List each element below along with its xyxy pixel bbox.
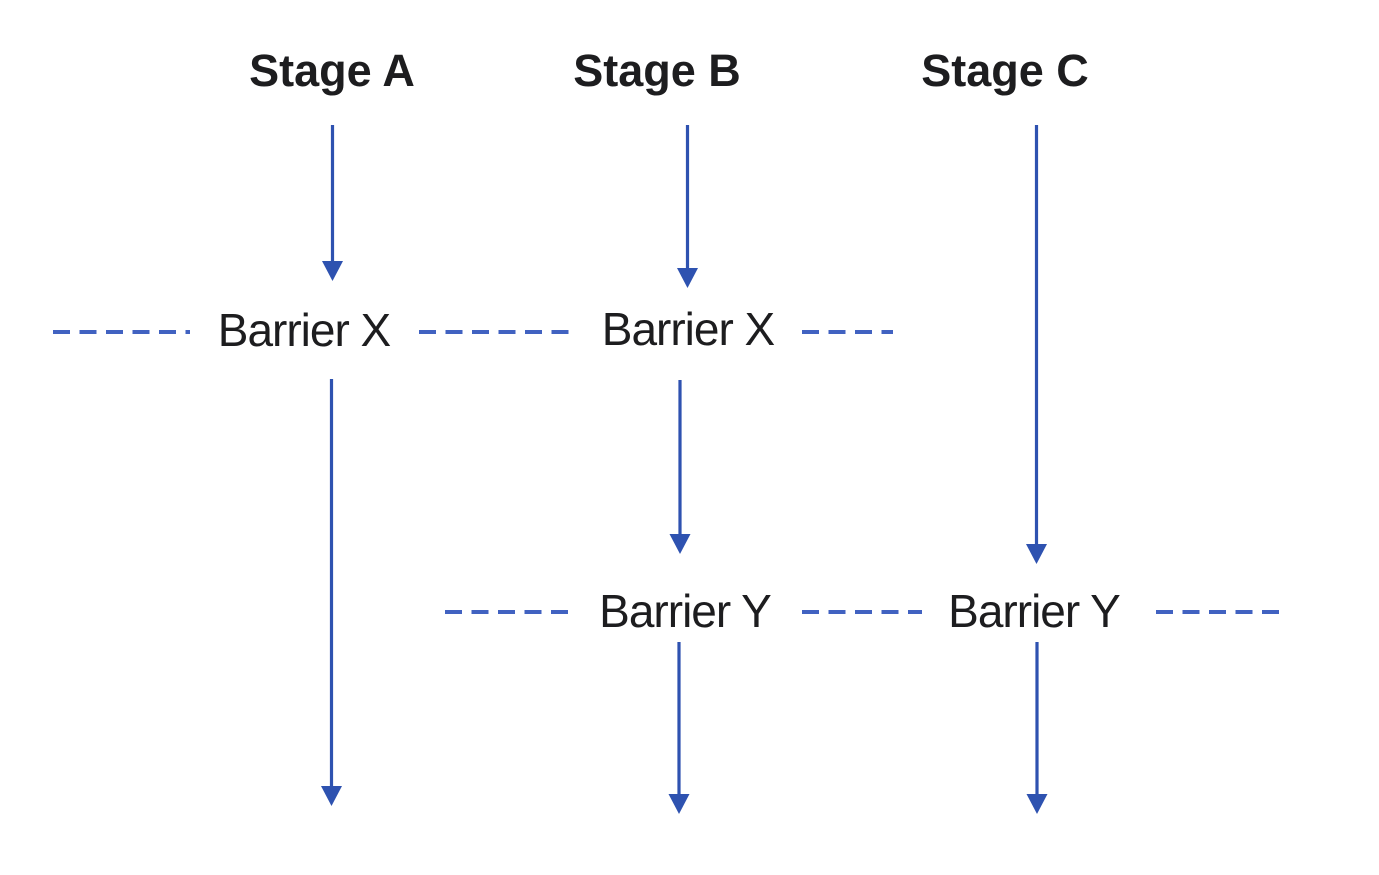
stage-c-lower-arrow — [1026, 642, 1048, 814]
stage-b-upper-arrow — [677, 125, 698, 288]
stage-a-upper-arrow — [322, 125, 343, 281]
barrier-x-label-middle: Barrier X — [601, 303, 775, 355]
stage-c-upper-arrow — [1026, 125, 1047, 564]
stage-b-lower-arrow — [668, 642, 690, 814]
stage-a-label: Stage A — [249, 45, 415, 96]
stage-c-label: Stage C — [921, 45, 1089, 96]
stage-b-label: Stage B — [573, 45, 741, 96]
barrier-y-label-right: Barrier Y — [948, 585, 1121, 637]
stage-b-middle-arrow — [669, 380, 691, 554]
barrier-y-label-middle: Barrier Y — [599, 585, 772, 637]
barrier-x-label-left: Barrier X — [217, 304, 391, 356]
stage-a-lower-arrow — [321, 379, 342, 806]
